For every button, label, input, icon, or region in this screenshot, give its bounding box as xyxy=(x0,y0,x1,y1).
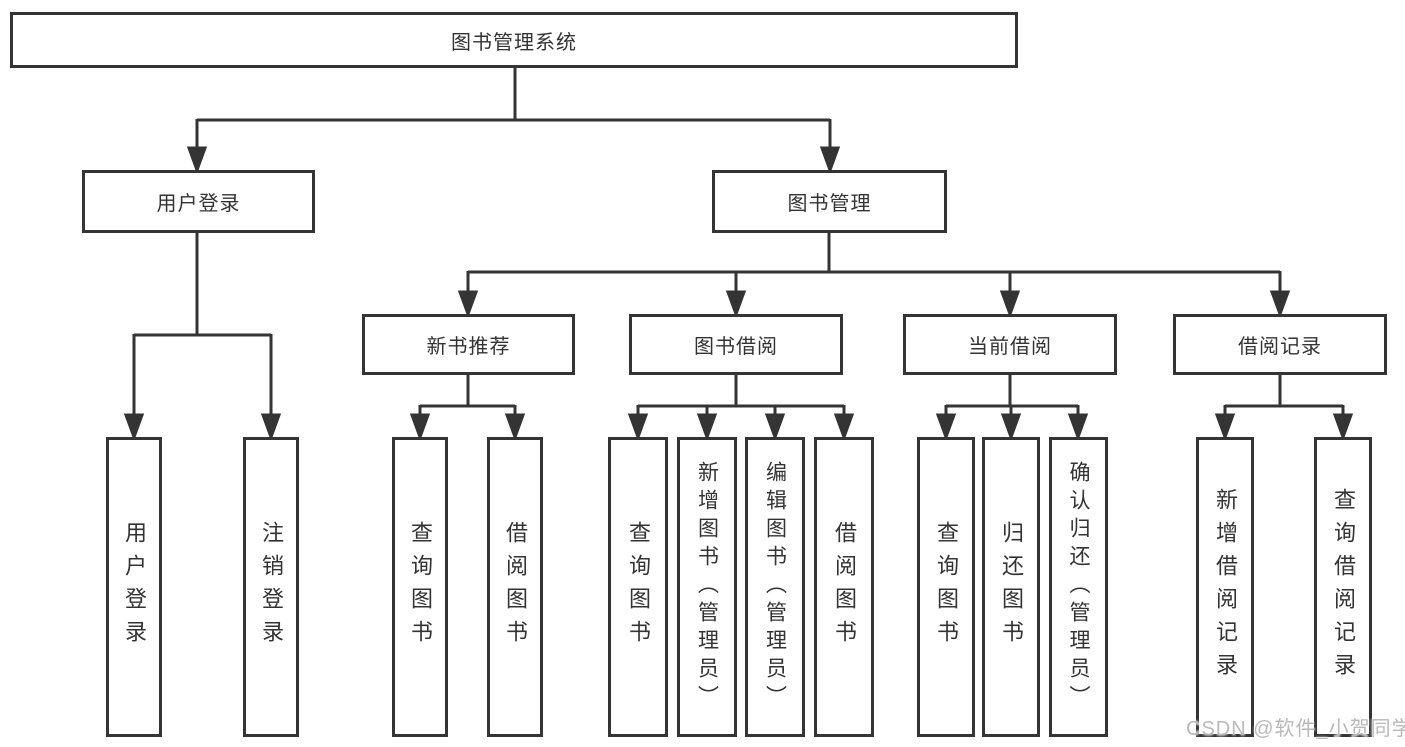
csdn-watermark: CSDN @软件_小贺同学 xyxy=(1186,718,1405,740)
leaf-query-books-recommend: 查询图书 xyxy=(392,437,448,737)
node-label: 用户登录 xyxy=(122,521,147,653)
arrow-down-icon xyxy=(457,290,479,319)
node-label: 新书推荐 xyxy=(426,336,511,358)
node-label: 图书管理 xyxy=(787,193,872,215)
node-label: 查询图书 xyxy=(934,521,959,653)
leaf-user-login: 用户登录 xyxy=(106,437,162,737)
node-label: 编辑图书（管理员） xyxy=(763,461,787,713)
arrow-down-icon xyxy=(123,413,145,442)
arrow-down-icon xyxy=(504,413,526,442)
arrow-down-icon xyxy=(260,413,282,442)
node-label: 新增借阅记录 xyxy=(1213,488,1238,686)
arrow-down-icon xyxy=(764,413,786,442)
leaf-query-books-borrow: 查询图书 xyxy=(608,437,668,737)
node-book-management-branch: 图书管理 xyxy=(712,170,947,233)
arrow-down-icon xyxy=(696,413,718,442)
node-label: 确认归还（管理员） xyxy=(1067,461,1090,713)
arrow-down-icon xyxy=(1067,413,1089,442)
leaf-add-books-admin: 新增图书（管理员） xyxy=(677,437,737,737)
arrow-down-icon xyxy=(833,413,855,442)
leaf-query-borrow-record: 查询借阅记录 xyxy=(1314,437,1372,737)
node-new-book-recommend: 新书推荐 xyxy=(362,314,575,375)
arrow-down-icon xyxy=(627,413,649,442)
arrow-down-icon xyxy=(1214,413,1236,442)
leaf-return-books: 归还图书 xyxy=(982,437,1040,737)
node-label: 图书管理系统 xyxy=(451,31,577,54)
node-book-borrow: 图书借阅 xyxy=(629,314,843,375)
arrow-down-icon xyxy=(1000,413,1022,442)
node-label: 查询图书 xyxy=(626,521,651,653)
leaf-logout: 注销登录 xyxy=(243,437,299,737)
node-label: 查询借阅记录 xyxy=(1331,488,1356,686)
node-label: 归还图书 xyxy=(999,521,1024,653)
arrow-down-icon xyxy=(725,290,747,319)
node-borrow-records: 借阅记录 xyxy=(1173,314,1387,375)
node-label: 注销登录 xyxy=(259,521,284,653)
leaf-edit-books-admin: 编辑图书（管理员） xyxy=(745,437,805,737)
node-label: 当前借阅 xyxy=(968,336,1052,358)
node-label: 新增图书（管理员） xyxy=(695,461,719,713)
arrow-down-icon xyxy=(819,146,841,175)
node-label: 借阅记录 xyxy=(1238,336,1322,358)
node-label: 借阅图书 xyxy=(832,521,857,653)
arrow-down-icon xyxy=(186,146,208,175)
leaf-query-books-current: 查询图书 xyxy=(917,437,975,737)
node-label: 图书借阅 xyxy=(694,336,778,358)
node-label: 用户登录 xyxy=(156,193,241,215)
arrow-down-icon xyxy=(999,290,1021,319)
leaf-borrow-books-recommend: 借阅图书 xyxy=(487,437,543,737)
arrow-down-icon xyxy=(409,413,431,442)
node-current-borrow: 当前借阅 xyxy=(903,314,1117,375)
node-root-system: 图书管理系统 xyxy=(10,12,1018,68)
leaf-confirm-return-admin: 确认归还（管理员） xyxy=(1049,437,1108,737)
arrow-down-icon xyxy=(935,413,957,442)
leaf-borrow-books: 借阅图书 xyxy=(814,437,874,737)
arrow-down-icon xyxy=(1269,290,1291,319)
node-label: 借阅图书 xyxy=(503,521,528,653)
node-user-login-branch: 用户登录 xyxy=(82,170,315,233)
node-label: 查询图书 xyxy=(408,521,433,653)
leaf-add-borrow-record: 新增借阅记录 xyxy=(1196,437,1254,737)
arrow-down-icon xyxy=(1332,413,1354,442)
